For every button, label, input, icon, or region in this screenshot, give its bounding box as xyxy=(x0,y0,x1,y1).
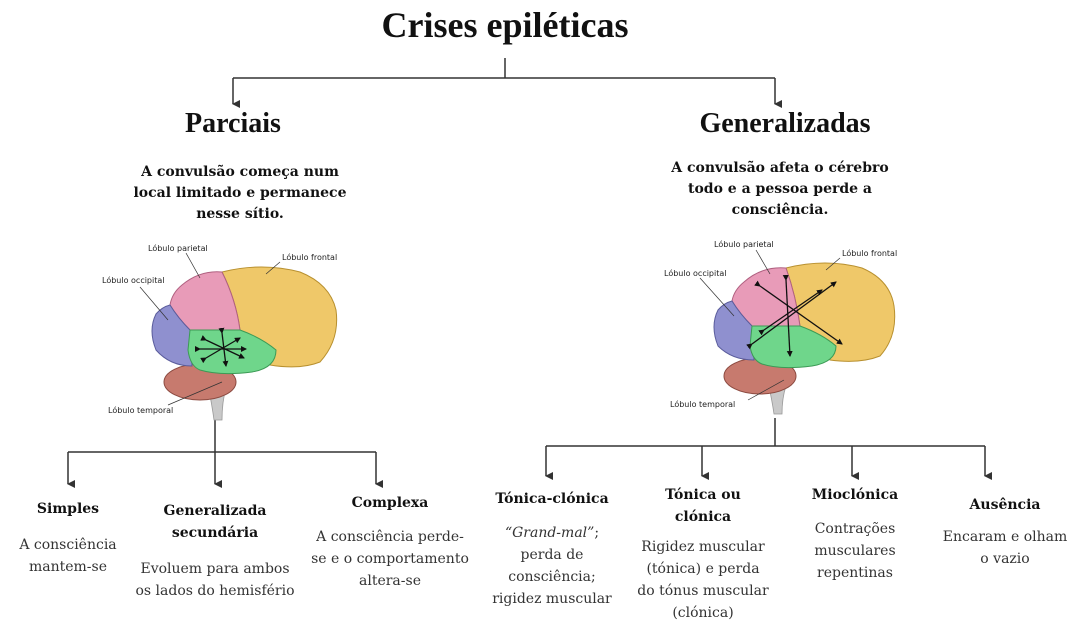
type-title: Tónica ou xyxy=(665,487,741,503)
type-title: clónica xyxy=(674,509,732,525)
type-desc-line: Rigidez muscular xyxy=(641,539,765,555)
type-desc-italic: “Grand-mal” xyxy=(504,525,595,541)
type-description: Contrações musculares repentinas xyxy=(790,518,920,584)
type-description: Rigidez muscular (tónica) e perda do tón… xyxy=(628,536,778,624)
type-desc-line: Evoluem para ambos xyxy=(140,561,290,577)
label-temporal-left: Lóbulo temporal xyxy=(108,405,173,415)
type-desc-part: ; xyxy=(594,525,600,541)
generalized-description: A convulsão afeta o cérebro todo e a pes… xyxy=(660,158,900,221)
type-title: Ausência xyxy=(969,497,1041,513)
type-desc-line: Contrações xyxy=(814,521,896,537)
brain-illustration-partial: Lóbulo parietal Lóbulo occipital Lóbulo … xyxy=(102,243,337,421)
type-desc-line: do tónus muscular xyxy=(637,583,769,599)
type-desc-line: (tónica) e perda xyxy=(646,561,760,577)
type-title: Mioclónica xyxy=(811,487,899,503)
label-temporal-right: Lóbulo temporal xyxy=(670,399,735,409)
type-description: Encaram e olham o vazio xyxy=(935,526,1075,570)
type-title: Generalizada xyxy=(163,503,267,519)
brain-illustration-generalized: Lóbulo parietal Lóbulo occipital Lóbulo … xyxy=(664,239,897,415)
type-description: Evoluem para ambos os lados do hemisféri… xyxy=(125,558,305,602)
type-simples: Simples A consciência mantem-se xyxy=(8,498,128,578)
type-desc-line: altera-se xyxy=(359,573,421,589)
partial-connector xyxy=(67,420,383,488)
generalized-desc-line: A convulsão afeta o cérebro xyxy=(671,160,889,176)
partial-desc-line: local limitado e permanece xyxy=(133,185,347,201)
type-desc-line: musculares xyxy=(814,543,896,559)
generalized-desc-line: todo e a pessoa perde a xyxy=(688,181,872,197)
partial-description: A convulsão começa num local limitado e … xyxy=(105,162,375,225)
type-desc-line: se e o comportamento xyxy=(311,551,469,567)
type-desc-line: os lados do hemisfério xyxy=(135,583,295,599)
label-occipital-right: Lóbulo occipital xyxy=(664,268,727,278)
type-desc-line: (clónica) xyxy=(672,605,734,621)
type-title: Tónica-clónica xyxy=(495,491,609,507)
type-description: “Grand-mal”; perda de consciência; rigid… xyxy=(482,522,622,610)
type-description: A consciência perde- se e o comportament… xyxy=(305,526,475,592)
type-tonica-ou-clonica: Tónica ou clónica Rigidez muscular (tóni… xyxy=(628,484,778,624)
type-desc-line: mantem-se xyxy=(28,559,108,575)
generalized-connector xyxy=(545,418,992,480)
type-complexa: Complexa A consciência perde- se e o com… xyxy=(305,492,475,592)
type-description: A consciência mantem-se xyxy=(8,534,128,578)
diagram-title: Crises epiléticas xyxy=(381,5,629,45)
partial-desc-line: nesse sítio. xyxy=(196,206,284,222)
type-desc-line: consciência; xyxy=(508,569,596,585)
type-desc-line: A consciência perde- xyxy=(316,529,464,545)
type-ausencia: Ausência Encaram e olham o vazio xyxy=(935,494,1075,570)
type-tonica-clonica: Tónica-clónica “Grand-mal”; perda de con… xyxy=(482,488,622,610)
type-title: Simples xyxy=(36,501,100,517)
label-parietal-left: Lóbulo parietal xyxy=(148,243,208,253)
type-title: secundária xyxy=(171,525,259,541)
generalized-desc-line: consciência. xyxy=(731,202,829,218)
type-mioclonica: Mioclónica Contrações musculares repenti… xyxy=(790,484,920,584)
type-desc-line: repentinas xyxy=(817,565,893,581)
type-generalizada-secundaria: Generalizada secundária Evoluem para amb… xyxy=(125,500,305,602)
type-desc-line: A consciência xyxy=(19,537,117,553)
label-parietal-right: Lóbulo parietal xyxy=(714,239,774,249)
partial-desc-line: A convulsão começa num xyxy=(141,164,339,180)
type-desc-line: “Grand-mal”; xyxy=(482,522,622,544)
branch-title-partial: Parciais xyxy=(185,108,281,139)
label-frontal-left: Lóbulo frontal xyxy=(282,252,337,262)
type-title: Complexa xyxy=(351,495,429,511)
type-desc-line: perda de xyxy=(520,547,584,563)
type-desc-line: Encaram e olham xyxy=(942,529,1068,545)
top-connector xyxy=(232,58,782,108)
label-frontal-right: Lóbulo frontal xyxy=(842,248,897,258)
type-desc-line: rigidez muscular xyxy=(492,591,612,607)
type-desc-line: o vazio xyxy=(980,551,1030,567)
branch-title-generalized: Generalizadas xyxy=(699,108,871,139)
label-occipital-left: Lóbulo occipital xyxy=(102,275,165,285)
